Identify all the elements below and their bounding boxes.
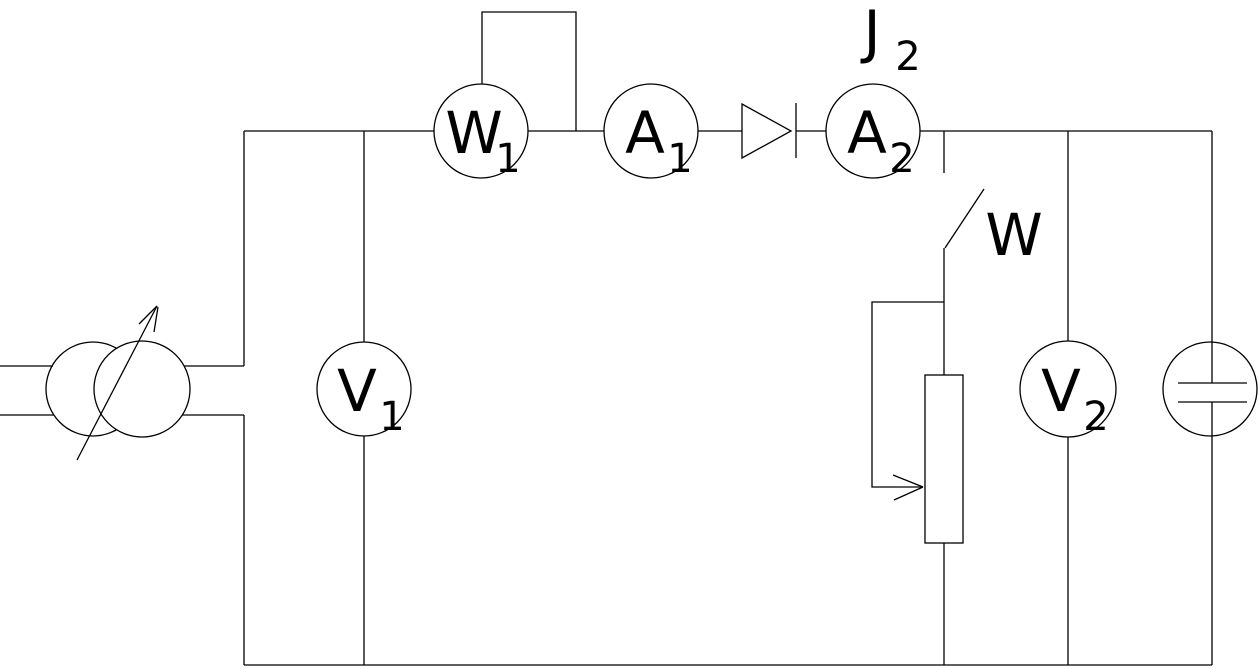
labels: W 1 A 1 A 2 J 2 V 1 V 2 W — [337, 0, 1109, 440]
variable-arrow-head — [153, 306, 159, 333]
rheostat-body — [924, 374, 964, 544]
wattmeter-w1-label: W — [445, 99, 502, 167]
current-j2-label: J — [860, 0, 880, 66]
wiper-arrow-head — [893, 486, 924, 501]
switch-symbol — [943, 131, 985, 375]
voltmeter-v1-label-sub: 1 — [379, 394, 404, 440]
current-j2-label-sub: 2 — [895, 34, 920, 80]
voltmeter-v1-label: V — [337, 357, 377, 425]
wiper-loop-wire — [871, 301, 944, 488]
diode-anode-triangle — [741, 102, 793, 160]
ammeter-a2-label: A — [847, 99, 887, 167]
capacitor-circle — [1162, 341, 1258, 437]
switch-w-label: W — [985, 201, 1042, 269]
wires — [0, 11, 1213, 666]
diode-symbol — [741, 102, 797, 160]
rheostat-symbol — [871, 301, 964, 665]
capacitor-symbol — [1178, 382, 1247, 403]
voltmeter-v2-label-sub: 2 — [1083, 394, 1108, 440]
variable-arrow-head — [138, 305, 158, 325]
wattmeter-w1-label-sub: 1 — [495, 136, 520, 182]
secondary-winding-circle — [93, 340, 191, 438]
variable-arrow-shaft — [76, 305, 158, 461]
wattmeter-voltage-loop — [481, 11, 577, 131]
wiper-arrow-head — [892, 474, 924, 488]
ammeter-a1-label: A — [625, 99, 665, 167]
voltmeter-v2-label: V — [1041, 357, 1081, 425]
switch-blade — [944, 188, 985, 249]
autotransformer-symbol — [45, 305, 191, 461]
ammeter-a1-label-sub: 1 — [667, 136, 692, 182]
ammeter-a2-label-sub: 2 — [889, 136, 914, 182]
